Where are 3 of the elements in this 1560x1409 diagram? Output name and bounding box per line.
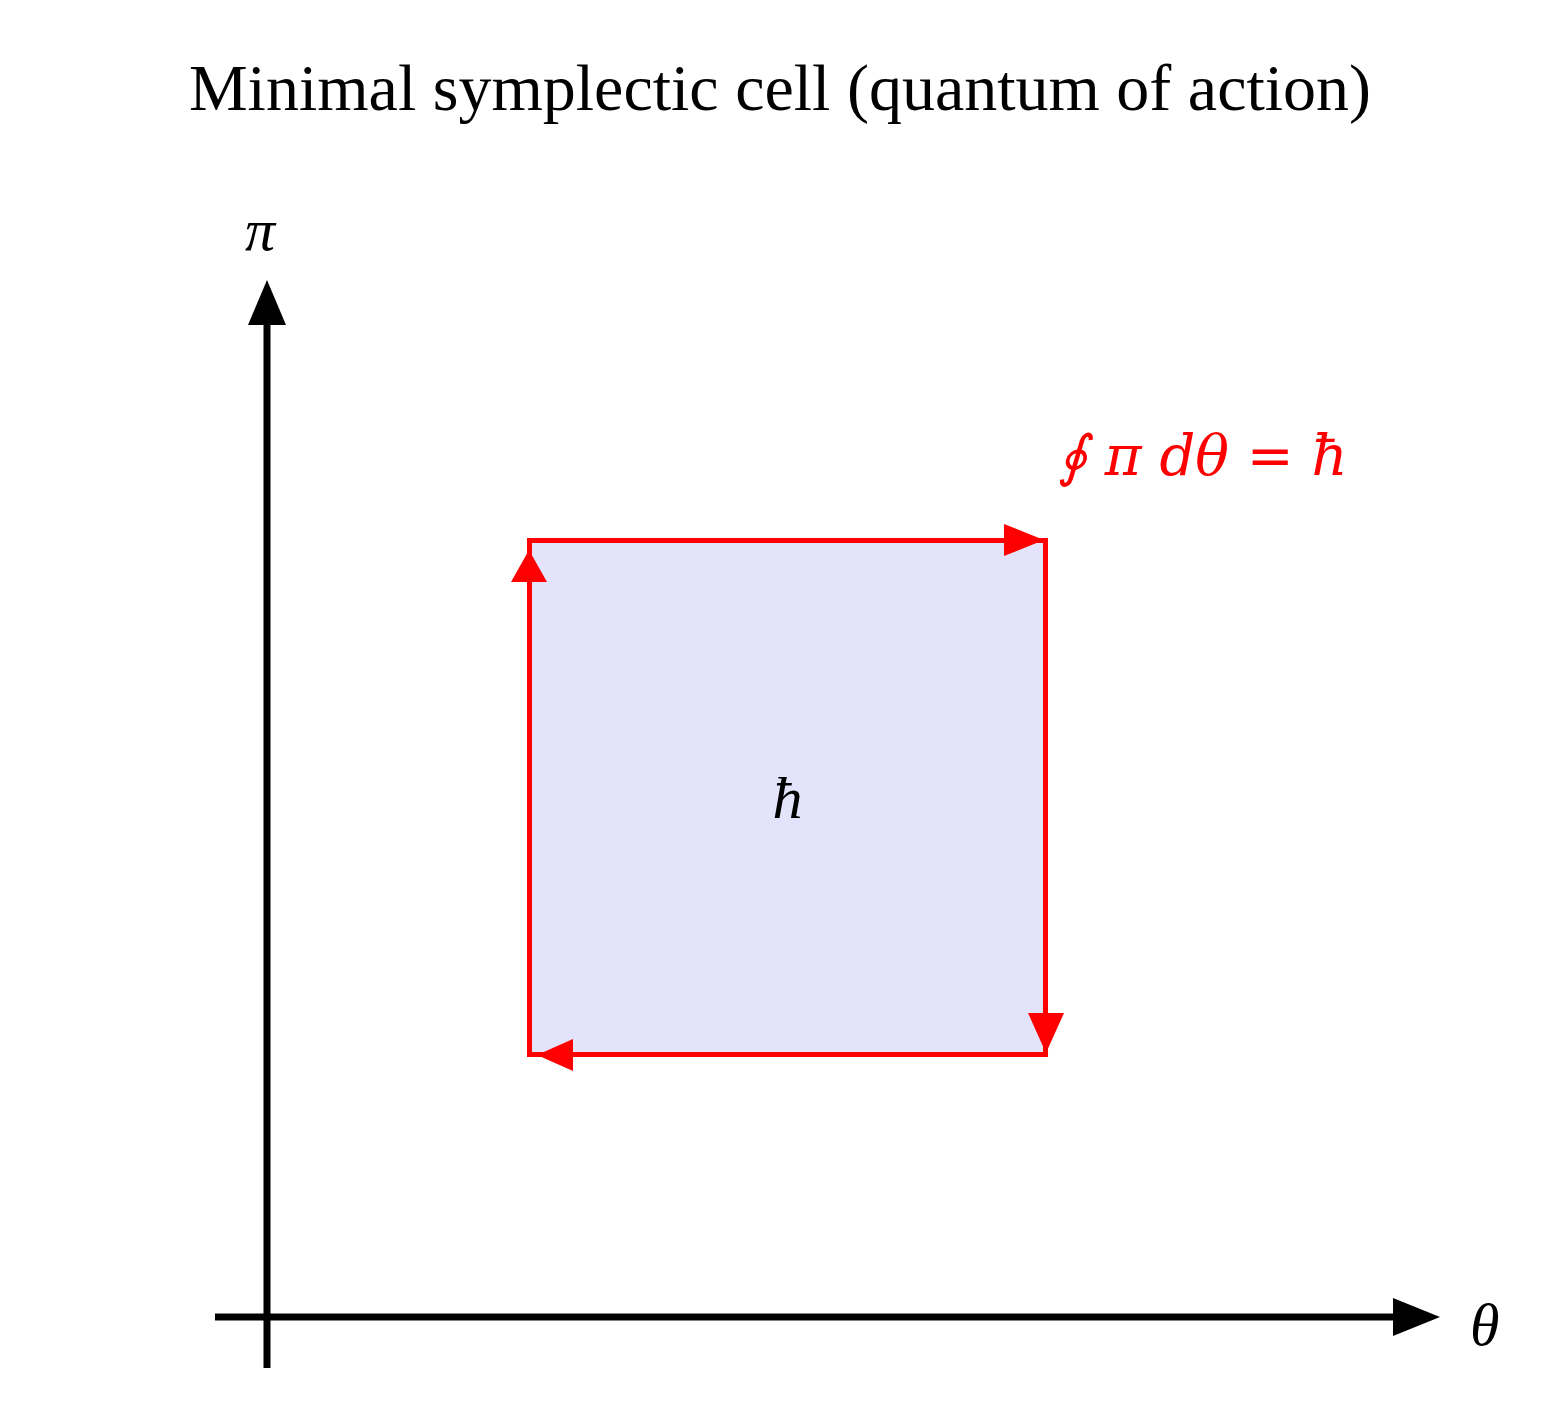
cell-label: ħ xyxy=(772,767,803,828)
axis-label: π xyxy=(245,200,276,260)
axis-label: θ xyxy=(1470,1295,1500,1355)
